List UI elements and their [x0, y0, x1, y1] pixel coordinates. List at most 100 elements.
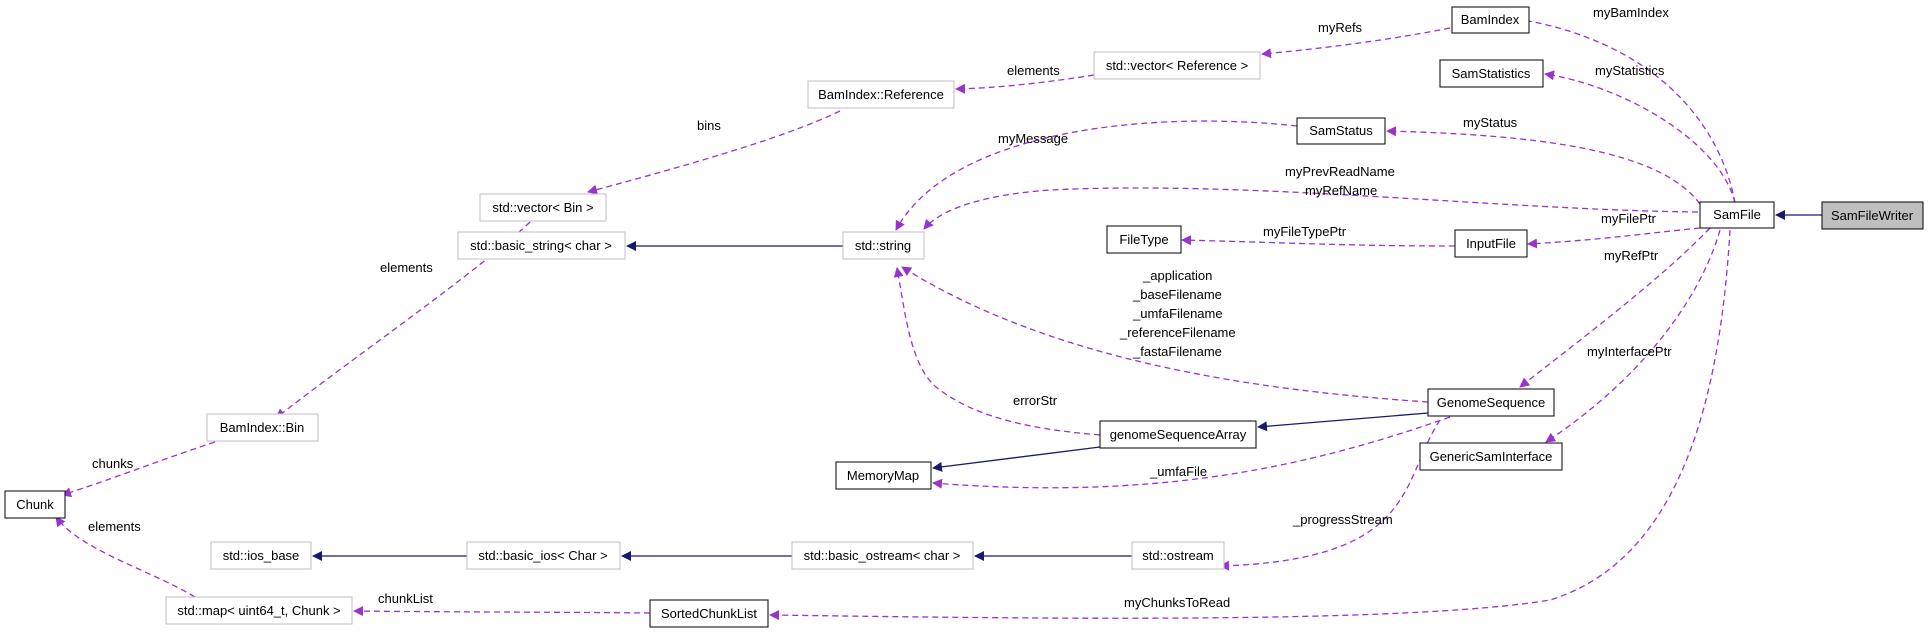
node-label-genomesequencearray: genomeSequenceArray	[1110, 427, 1247, 442]
node-label-genomesequence: GenomeSequence	[1437, 395, 1545, 410]
edge-samfile-bamindex	[1516, 15, 1736, 204]
edge-genomesequence-genomesequencearray	[1257, 412, 1429, 432]
node-label-genericsaminterface: GenericSamInterface	[1430, 449, 1553, 464]
node-samstatus[interactable]: SamStatus	[1296, 117, 1386, 145]
edge-genomesequence-ostream	[1219, 419, 1441, 571]
edge-genomesequencearray-memorymap	[932, 446, 1101, 472]
edge-samfile-samstatistics	[1544, 70, 1736, 204]
label-myrefptr: myRefPtr	[1604, 248, 1659, 263]
edge-bamindex-vectorreference	[1261, 27, 1451, 59]
edge-labels: myBamIndex myStatistics myStatus myRefs …	[88, 5, 1672, 610]
node-label-stdstring: std::string	[855, 238, 911, 253]
label-chunks: chunks	[92, 456, 134, 471]
node-inputfile[interactable]: InputFile	[1454, 229, 1528, 258]
label-myinterfaceptr: myInterfacePtr	[1587, 344, 1672, 359]
node-sortedchunklist[interactable]: SortedChunkList	[649, 599, 769, 628]
node-bamindex[interactable]: BamIndex	[1451, 6, 1530, 34]
edge-bamindexbin-chunk	[61, 441, 216, 498]
node-label-sortedchunklist: SortedChunkList	[661, 606, 757, 621]
edge-samfile-samstatus	[1386, 126, 1701, 205]
node-label-samstatistics: SamStatistics	[1452, 66, 1531, 81]
edge-samfile-genomesequence	[1519, 227, 1711, 388]
node-vectorbin[interactable]: std::vector< Bin >	[479, 193, 607, 222]
node-genericsaminterface[interactable]: GenericSamInterface	[1419, 442, 1563, 471]
edge-genomesequence-memorymap	[932, 416, 1451, 489]
node-samstatistics[interactable]: SamStatistics	[1439, 59, 1544, 88]
node-label-memorymap: MemoryMap	[847, 468, 919, 483]
label-myfiletypeptr: myFileTypePtr	[1263, 224, 1347, 239]
node-label-vectorbin: std::vector< Bin >	[492, 200, 593, 215]
edge-sortedchunklist-mapchunk	[353, 606, 651, 617]
node-label-bamindex: BamIndex	[1461, 12, 1520, 27]
node-basicstring[interactable]: std::basic_string< char >	[457, 231, 626, 260]
node-bamindexbin[interactable]: BamIndex::Bin	[206, 413, 319, 442]
node-genomesequence[interactable]: GenomeSequence	[1427, 388, 1555, 417]
node-label-ostream: std::ostream	[1142, 548, 1214, 563]
label-errorstr: errorStr	[1013, 393, 1058, 408]
label-mystatus: myStatus	[1463, 115, 1518, 130]
label-application: _application	[1142, 268, 1212, 283]
usage-edges	[55, 15, 1736, 621]
node-label-basicstring: std::basic_string< char >	[470, 238, 612, 253]
label-bins: bins	[697, 118, 721, 133]
label-fastafilename: _fastaFilename	[1132, 344, 1222, 359]
edge-vectorreference-bamindexreference	[955, 74, 1095, 94]
edge-samfile-inputfile	[1527, 227, 1701, 249]
node-ostream[interactable]: std::ostream	[1131, 541, 1225, 570]
node-label-basicios: std::basic_ios< Char >	[478, 548, 607, 563]
node-label-bamindexreference: BamIndex::Reference	[818, 87, 944, 102]
node-genomesequencearray[interactable]: genomeSequenceArray	[1099, 420, 1257, 449]
label-mystatistics: myStatistics	[1595, 63, 1665, 78]
node-basicostream[interactable]: std::basic_ostream< char >	[791, 541, 974, 570]
node-label-mapchunk: std::map< uint64_t, Chunk >	[177, 603, 340, 618]
node-mapchunk[interactable]: std::map< uint64_t, Chunk >	[165, 596, 353, 625]
node-bamindexreference[interactable]: BamIndex::Reference	[807, 80, 955, 109]
label-mychunkstoread: myChunksToRead	[1124, 595, 1230, 610]
node-label-chunk: Chunk	[16, 497, 54, 512]
label-referencefilename: _referenceFilename	[1119, 325, 1236, 340]
label-myprevreadname: myPrevReadName	[1285, 164, 1395, 179]
label-progressstream: _progressStream	[1292, 512, 1393, 527]
node-label-vectorreference: std::vector< Reference >	[1106, 58, 1248, 73]
node-samfile[interactable]: SamFile	[1699, 201, 1775, 229]
node-iosbase[interactable]: std::ios_base	[210, 541, 312, 570]
label-umfafile: _umfaFile	[1149, 464, 1207, 479]
edge-samfile-genericsaminterface	[1545, 229, 1721, 443]
edge-samfile-sortedchunklist	[769, 229, 1731, 621]
inheritance-edges	[312, 210, 1822, 561]
node-label-iosbase: std::ios_base	[223, 548, 300, 563]
label-umfafilename: _umfaFilename	[1132, 306, 1223, 321]
node-filetype[interactable]: FileType	[1106, 225, 1182, 254]
edge-inputfile-filetype	[1181, 235, 1456, 247]
node-label-samstatus: SamStatus	[1309, 123, 1373, 138]
label-elements-chunk: elements	[88, 519, 141, 534]
node-vectorreference[interactable]: std::vector< Reference >	[1093, 51, 1261, 80]
node-label-inputfile: InputFile	[1466, 236, 1516, 251]
node-label-samfilewriter: SamFileWriter	[1831, 208, 1914, 223]
label-myrefname: myRefName	[1305, 183, 1377, 198]
label-myrefs: myRefs	[1318, 20, 1363, 35]
edge-genomesequencearray-stdstring	[893, 267, 1101, 436]
node-label-samfile: SamFile	[1713, 207, 1761, 222]
edge-bamindexreference-vectorbin	[587, 110, 841, 195]
node-chunk[interactable]: Chunk	[4, 490, 66, 519]
node-stdstring[interactable]: std::string	[842, 231, 925, 260]
label-mybamindex: myBamIndex	[1593, 5, 1669, 20]
node-label-bamindexbin: BamIndex::Bin	[220, 420, 305, 435]
node-basicios[interactable]: std::basic_ios< Char >	[466, 541, 621, 570]
edge-samfile-stdstring-names	[923, 187, 1699, 230]
label-mymessage: myMessage	[998, 131, 1068, 146]
label-elements-ref: elements	[1007, 63, 1060, 78]
label-basefilename: _baseFilename	[1132, 287, 1222, 302]
node-samfilewriter[interactable]: SamFileWriter	[1821, 201, 1924, 230]
label-myfileptr: myFilePtr	[1601, 211, 1657, 226]
label-chunklist: chunkList	[378, 591, 433, 606]
nodes: SamFileWriter SamFile BamIndex SamStatis…	[4, 6, 1924, 628]
label-elements-bin: elements	[380, 260, 433, 275]
node-label-filetype: FileType	[1119, 232, 1168, 247]
edge-genomesequence-stdstring	[901, 266, 1429, 403]
node-label-basicostream: std::basic_ostream< char >	[804, 548, 961, 563]
edge-samstatus-stdstring	[895, 120, 1298, 231]
node-memorymap[interactable]: MemoryMap	[835, 461, 932, 490]
